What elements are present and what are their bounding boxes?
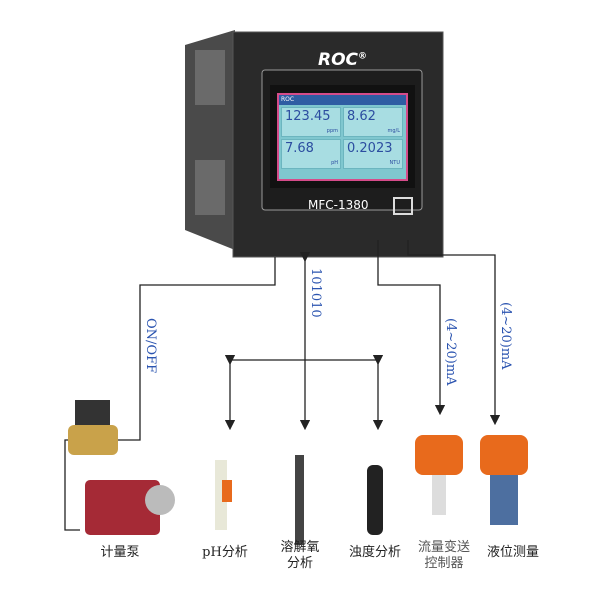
reading-value: 7.68 <box>285 141 314 156</box>
solenoid-valve-icon <box>68 400 118 455</box>
model-label: MFC-1380 <box>308 198 369 212</box>
ph-sensor-icon <box>215 460 232 530</box>
brand-logo: ROC® <box>318 50 368 70</box>
flow-transmitter-icon <box>415 435 463 515</box>
connection-lines <box>64 240 501 531</box>
screen-header: ROC <box>279 95 406 105</box>
digital-signal-label: 101010 <box>308 268 323 318</box>
device-label-do: 溶解氧 分析 <box>280 540 320 571</box>
metering-pump-icon <box>85 480 175 535</box>
reading-unit: ppm <box>326 128 338 134</box>
device-label-level: 液位测量 <box>486 545 539 560</box>
device-label-flow: 流量变送 控制器 <box>417 540 470 571</box>
analog-signal-label-2: (4~20)mA <box>498 302 513 370</box>
reading-value: 0.2023 <box>347 141 393 156</box>
turbidity-sensor-icon <box>367 465 383 535</box>
reading-unit: pH <box>331 160 338 166</box>
reading-cell: 123.45 ppm <box>281 107 341 137</box>
reading-value: 123.45 <box>285 109 331 124</box>
reading-cell: 8.62 mg/L <box>343 107 403 137</box>
analog-signal-label-1: (4~20)mA <box>443 318 458 386</box>
onoff-signal-label: ON/OFF <box>143 318 158 374</box>
do-sensor-icon <box>295 455 304 545</box>
reading-cell: 7.68 pH <box>281 139 341 169</box>
device-label-pump: 计量泵 <box>100 545 140 560</box>
level-sensor-icon <box>480 435 528 525</box>
device-label-turbidity: 浊度分析 <box>348 545 401 560</box>
reading-unit: mg/L <box>387 128 400 134</box>
device-label-ph: pH分析 <box>202 545 248 560</box>
reading-unit: NTU <box>389 160 400 166</box>
edit-icon <box>393 197 413 215</box>
reading-value: 8.62 <box>347 109 376 124</box>
